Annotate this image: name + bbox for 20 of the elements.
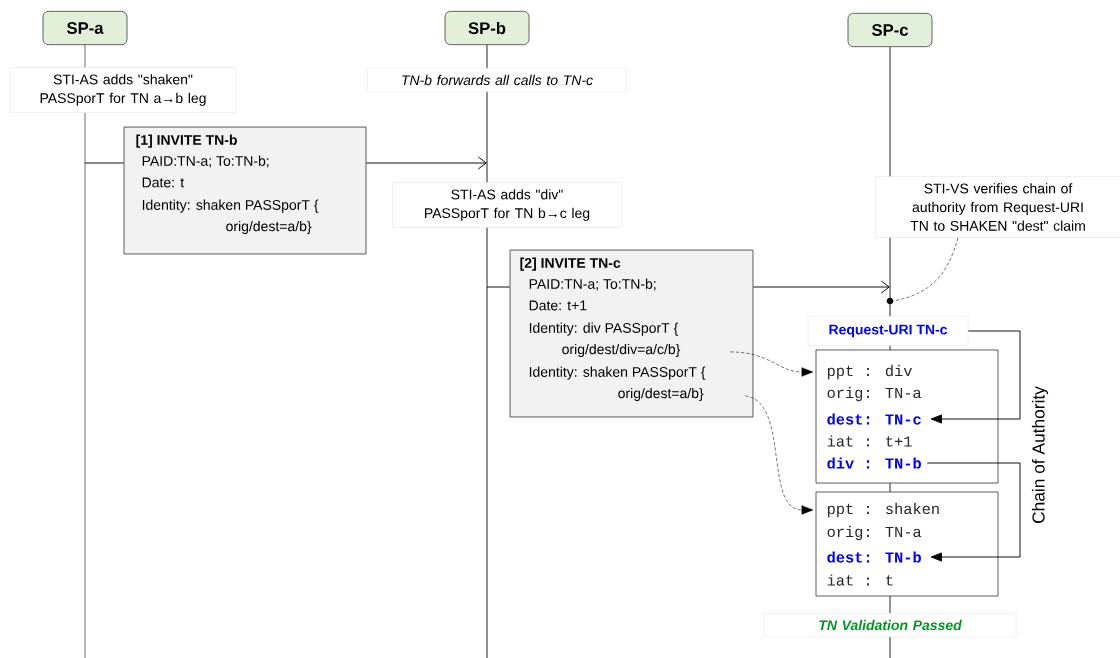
arrow [729, 351, 814, 377]
leader-line [893, 237, 959, 302]
note-box: STI-VS verifies chain of authority from Request-URI TN to SHAKEN "dest" claim [875, 176, 1120, 238]
arrow [365, 156, 487, 170]
note-box: TN Validation Passed [763, 612, 1017, 638]
connector-line [486, 286, 511, 288]
connector-line [84, 162, 125, 164]
passport-box: ppt : div orig: TN-a dest: TN-c iat : t+1 div : TN-b [815, 349, 999, 484]
arrow [752, 280, 890, 294]
arrow [744, 395, 814, 515]
passport-box: ppt : shaken orig: TN-a dest: TN-b iat : t [815, 491, 999, 597]
note-box: STI-AS adds "shaken" PASSporT for TN a→b leg [9, 67, 237, 113]
arrow [930, 330, 1021, 424]
bracket-label: Chain of Authority [1031, 386, 1049, 523]
message-box: [2] INVITE TN-c PAID:TN-a; To:TN-b; Date: t+1 Identity: div PASSporT { orig/dest/div=a/c/b} Identity: shaken PASSporT { orig/dest=a/b} [509, 249, 754, 418]
note-box: STI-AS adds "div" PASSporT for TN b→c leg [392, 182, 622, 228]
request-uri-box: Request-URI TN-c [807, 316, 969, 346]
message-box: [1] INVITE TN-b PAID:TN-a; To:TN-b; Date: t Identity: shaken PASSporT { orig/dest=a/b} [123, 126, 367, 255]
arrow [926, 462, 1021, 562]
note-box: TN-b forwards all calls to TN-c [367, 67, 627, 93]
